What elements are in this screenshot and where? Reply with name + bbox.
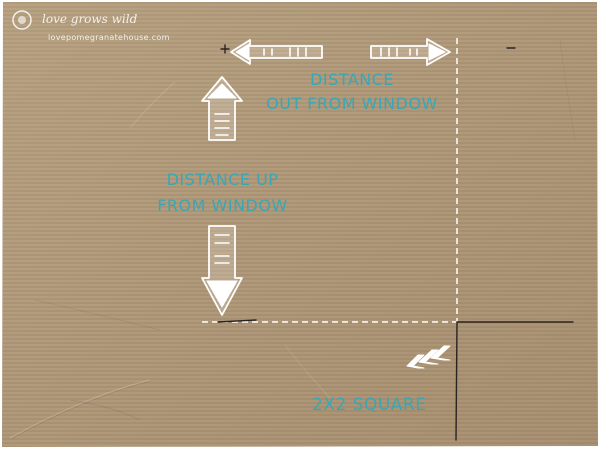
- distance-up-label: DISTANCE UP FROM WINDOW: [150, 170, 295, 216]
- watermark-title: love grows wild: [42, 12, 138, 26]
- watermark-url: lovepomegranatehouse.com: [48, 33, 170, 42]
- arrow-up-icon: [201, 76, 243, 141]
- distance-out-label: DISTANCE OUT FROM WINDOW: [262, 70, 442, 114]
- arrow-right-icon: [370, 38, 451, 66]
- chevron-right-icon: [406, 345, 451, 369]
- arrow-left-icon: [230, 39, 323, 65]
- logo-circle-icon: [12, 10, 32, 30]
- arrow-down-icon: [201, 225, 243, 316]
- square-label: 2X2 SQUARE: [312, 395, 427, 415]
- distance-up-line2: FROM WINDOW: [157, 196, 288, 215]
- distance-up-line1: DISTANCE UP: [166, 170, 279, 189]
- cardboard-creases: [9, 39, 576, 440]
- pencil-marks: [217, 44, 574, 441]
- distance-out-line1: DISTANCE: [310, 70, 394, 89]
- distance-out-line2: OUT FROM WINDOW: [266, 94, 438, 113]
